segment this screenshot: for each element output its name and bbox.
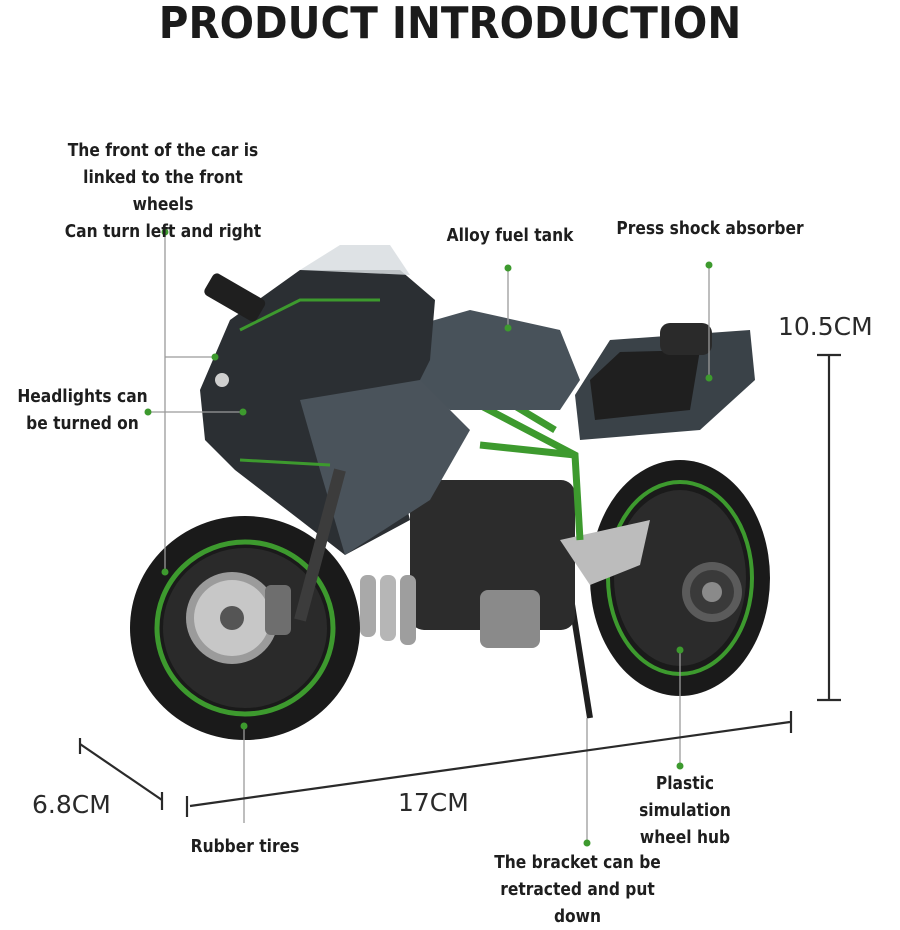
product-infographic: PRODUCT INTRODUCTION xyxy=(17,0,873,927)
callout-dots xyxy=(144,228,713,847)
callout-front-linked: The front of the car is linked to the fr… xyxy=(64,140,262,242)
dimension-lines xyxy=(78,353,841,817)
page-title: PRODUCT INTRODUCTION xyxy=(158,0,742,49)
dimension-width: 6.8CM xyxy=(32,790,111,819)
dimension-height: 10.5CM xyxy=(778,312,873,341)
callout-headlights: Headlights can be turned on xyxy=(17,386,148,434)
rear-wheel xyxy=(590,460,770,696)
front-wheel xyxy=(130,516,360,740)
callout-rubber-tires: Rubber tires xyxy=(190,836,300,857)
front-fork xyxy=(294,468,346,622)
dimension-length: 17CM xyxy=(398,788,469,817)
callout-bracket: The bracket can be retracted and put dow… xyxy=(494,852,661,927)
callout-wheel-hub: Plastic simulation wheel hub xyxy=(639,773,731,848)
callout-lines xyxy=(148,232,710,843)
engine xyxy=(360,480,650,648)
callout-fuel-tank: Alloy fuel tank xyxy=(446,225,574,246)
front-fairing xyxy=(200,245,470,555)
fuel-tank xyxy=(400,310,580,410)
wheel-hub xyxy=(682,562,742,622)
callout-shock-absorber: Press shock absorber xyxy=(616,218,804,239)
motorcycle-illustration xyxy=(78,228,841,847)
seat-tail xyxy=(575,323,755,440)
